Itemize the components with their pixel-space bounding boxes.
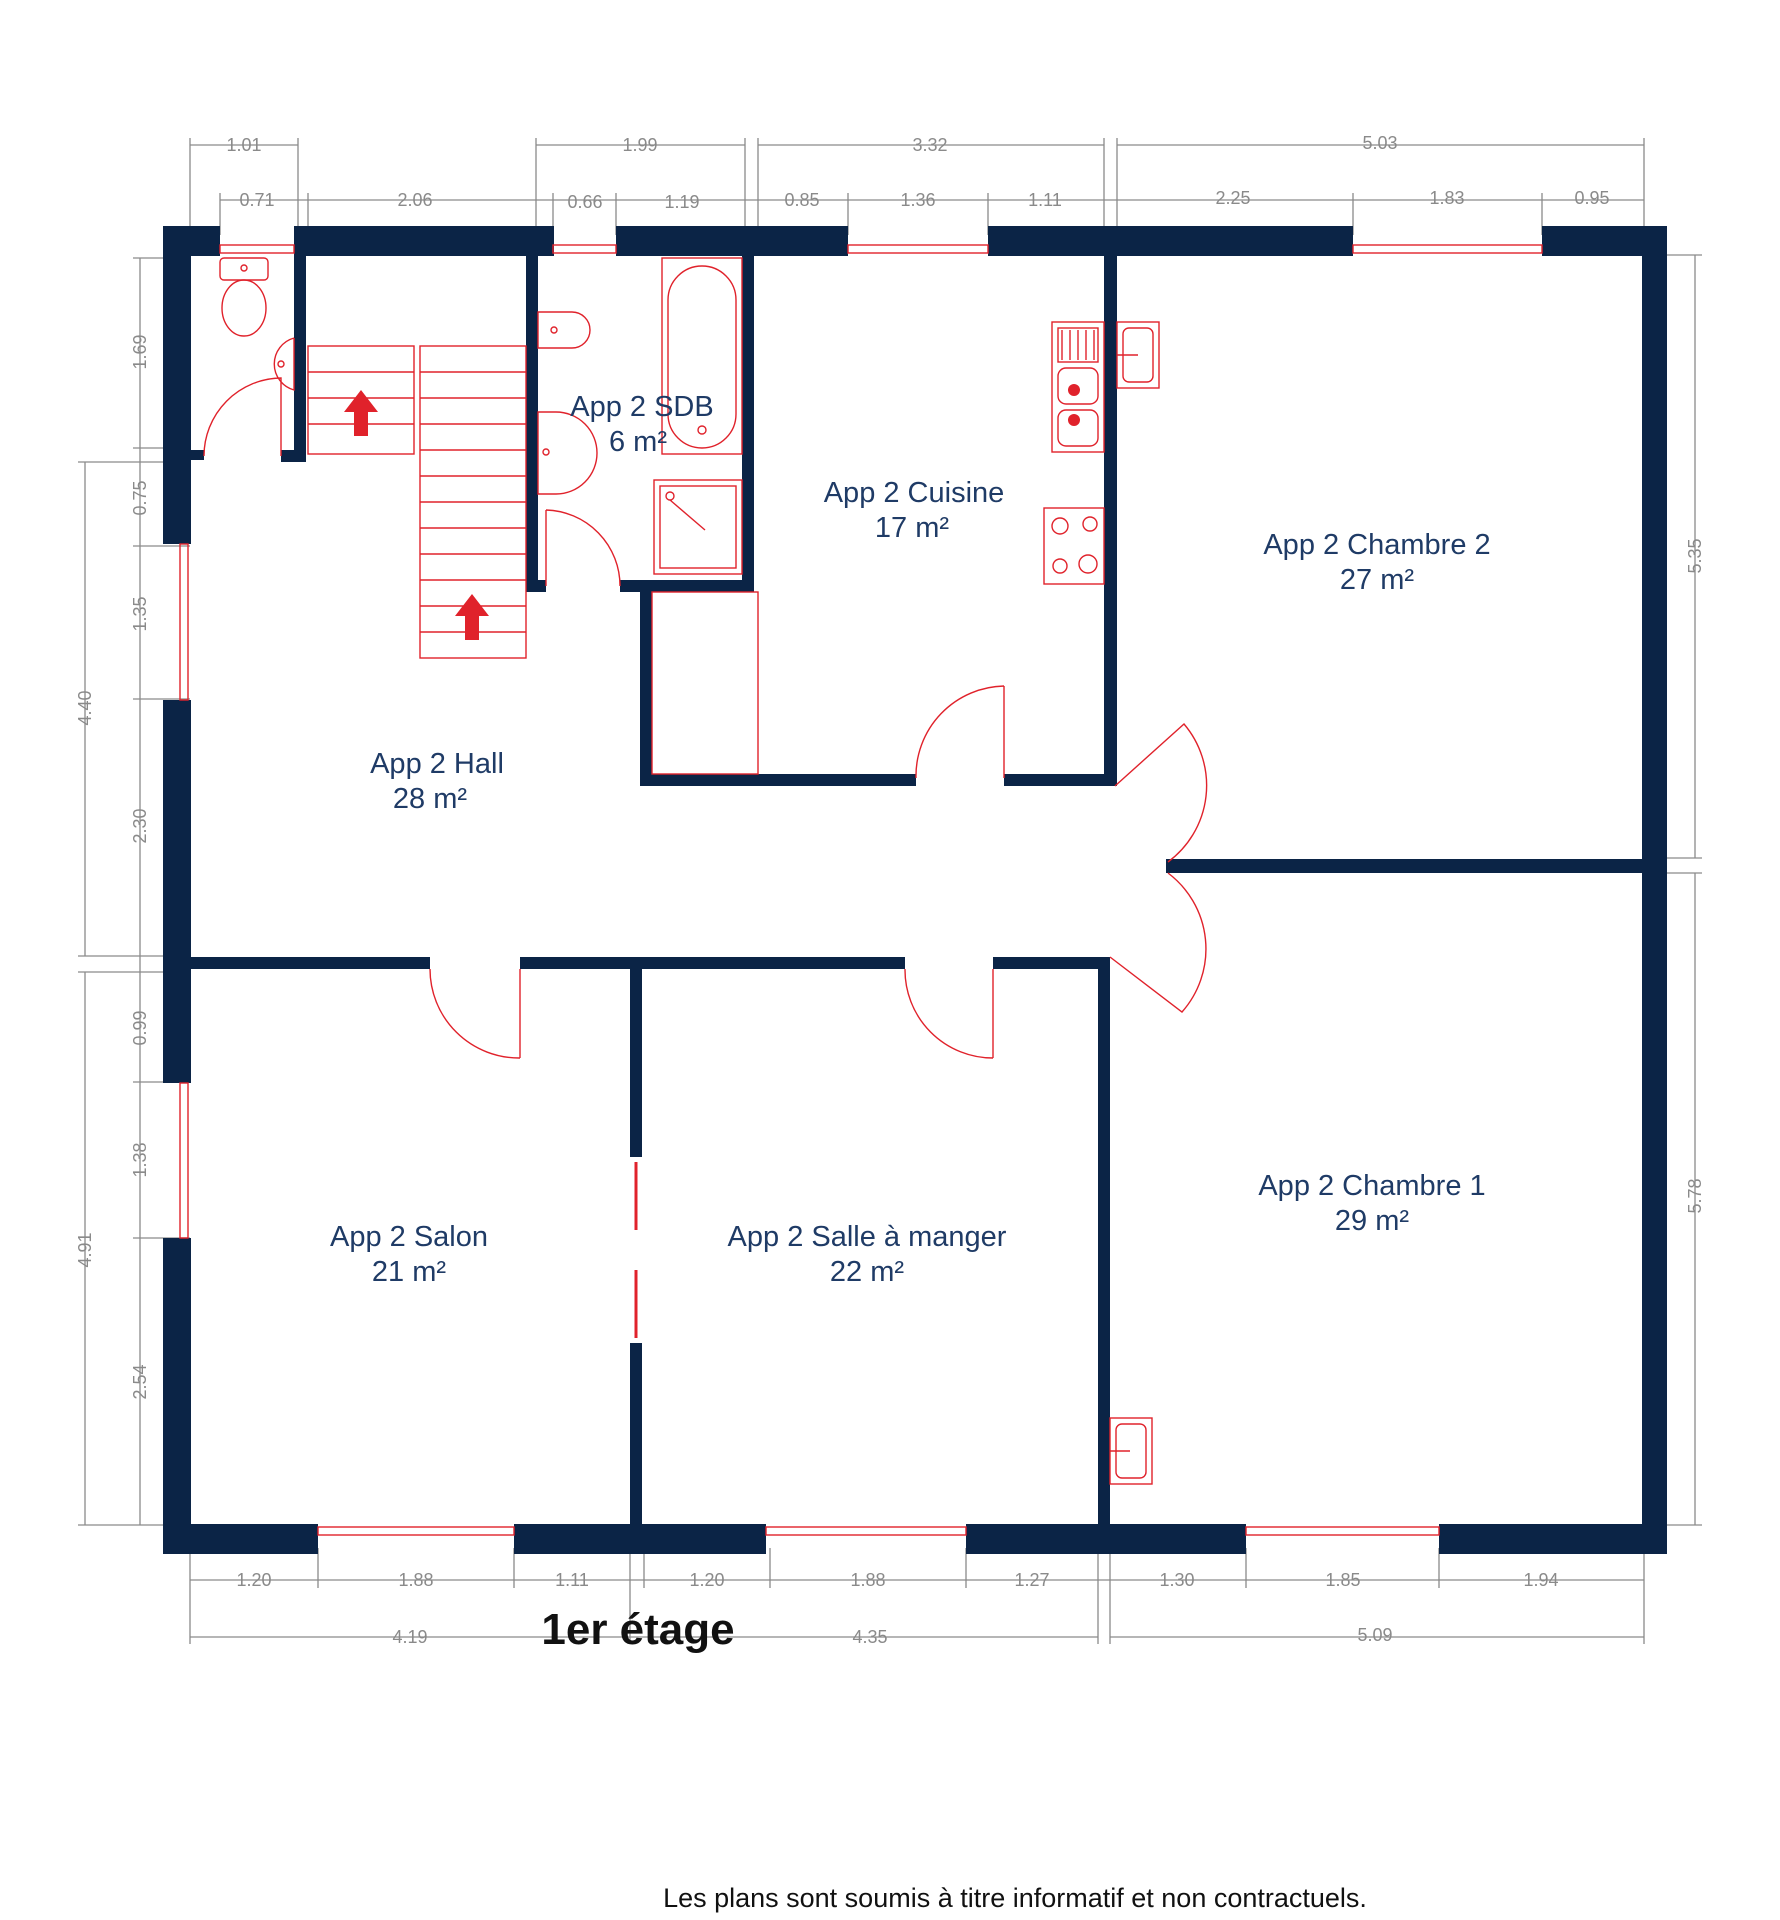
room-hall-area: 28 m² <box>393 783 467 815</box>
dim-topd-9: 1.83 <box>1429 188 1464 208</box>
room-chambre1-area: 29 m² <box>1335 1205 1409 1237</box>
dim-leftd-7: 2.54 <box>130 1364 150 1399</box>
room-salon-name: App 2 Salon <box>330 1221 488 1253</box>
dim-bot-2: 1.88 <box>398 1570 433 1590</box>
room-sdb-name: App 2 SDB <box>570 391 713 423</box>
dim-bot-6: 1.27 <box>1014 1570 1049 1590</box>
dim-topd-2: 2.06 <box>397 190 432 210</box>
room-sdb-area: 6 m² <box>609 426 667 458</box>
dim-bot-1: 1.20 <box>236 1570 271 1590</box>
stairs-up-arrow-icon <box>344 390 489 640</box>
dim-botall-2: 4.35 <box>852 1627 887 1647</box>
dim-leftd-1: 1.69 <box>130 334 150 369</box>
room-hall-name: App 2 Hall <box>370 748 504 780</box>
dim-top-3: 3.32 <box>912 135 947 155</box>
dim-bot-8: 1.85 <box>1325 1570 1360 1590</box>
dim-right-2: 5.78 <box>1685 1178 1705 1213</box>
dim-bot-7: 1.30 <box>1159 1570 1194 1590</box>
dim-topd-7: 1.11 <box>1028 190 1062 210</box>
room-chambre1-name: App 2 Chambre 1 <box>1258 1170 1485 1202</box>
room-salon-area: 21 m² <box>372 1256 446 1288</box>
dim-leftd-4: 2.30 <box>130 808 150 843</box>
cupboard <box>651 591 759 775</box>
shower-icon <box>653 479 743 575</box>
room-labels: App 2 Hall 28 m² App 2 SDB 6 m² App 2 Cu… <box>330 391 1491 1288</box>
dim-botall-3: 5.09 <box>1357 1625 1392 1645</box>
room-salle-name: App 2 Salle à manger <box>728 1221 1007 1253</box>
dim-topd-8: 2.25 <box>1215 188 1250 208</box>
dim-top-2: 1.99 <box>622 135 657 155</box>
fixtures <box>219 257 1160 1485</box>
windows <box>179 244 1543 1536</box>
dim-top-1: 1.01 <box>226 135 261 155</box>
walls <box>163 226 1667 1554</box>
toilet-icon <box>219 257 269 337</box>
dim-top-4: 5.03 <box>1362 133 1397 153</box>
doors <box>203 377 1208 1338</box>
dim-right-1: 5.35 <box>1685 538 1705 573</box>
dim-leftd-3: 1.35 <box>130 596 150 631</box>
sdb-sink-icon <box>537 411 598 495</box>
kitchen-sink-icon <box>1051 321 1105 453</box>
dim-topd-10: 0.95 <box>1574 188 1609 208</box>
chambre1-sink-icon <box>1109 1417 1153 1485</box>
chambre2-sink-icon <box>1116 321 1160 389</box>
dim-topd-6: 1.36 <box>900 190 935 210</box>
wc-sink-icon <box>273 337 295 391</box>
dim-leftd-6: 1.38 <box>130 1142 150 1177</box>
dim-topd-1: 0.71 <box>239 190 274 210</box>
dim-topd-5: 0.85 <box>784 190 819 210</box>
dim-topd-4: 1.19 <box>664 192 699 212</box>
floor-label: 1er étage <box>541 1605 734 1654</box>
cooktop-icon <box>1043 507 1105 585</box>
dim-leftd-5: 0.99 <box>130 1010 150 1045</box>
room-cuisine-name: App 2 Cuisine <box>824 477 1005 509</box>
room-chambre2-name: App 2 Chambre 2 <box>1263 529 1490 561</box>
room-salle-area: 22 m² <box>830 1256 904 1288</box>
dim-bot-3: 1.11 <box>555 1570 589 1590</box>
dim-bot-9: 1.94 <box>1523 1570 1558 1590</box>
bidet-icon <box>537 311 591 349</box>
dimension-labels: 1.01 1.99 3.32 5.03 0.71 2.06 0.66 1.19 … <box>75 133 1705 1647</box>
disclaimer-text: Les plans sont soumis à titre informatif… <box>663 1883 1367 1913</box>
room-chambre2-area: 27 m² <box>1340 564 1414 596</box>
room-cuisine-area: 17 m² <box>875 512 949 544</box>
stairs <box>307 345 527 659</box>
dim-left-1: 4.40 <box>75 690 95 725</box>
dim-botall-1: 4.19 <box>392 1627 427 1647</box>
dim-left-2: 4.91 <box>75 1232 95 1267</box>
dim-topd-3: 0.66 <box>567 192 602 212</box>
dim-bot-5: 1.88 <box>850 1570 885 1590</box>
bathtub-icon <box>661 257 743 455</box>
dim-bot-4: 1.20 <box>689 1570 724 1590</box>
dim-leftd-2: 0.75 <box>130 480 150 515</box>
dimension-lines <box>78 138 1702 1644</box>
